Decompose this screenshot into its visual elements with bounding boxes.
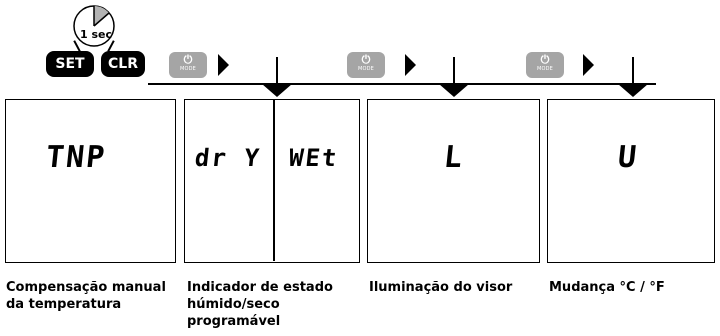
lcd-readout-wet: WEt [287, 144, 340, 172]
timer-label: 1 sec [79, 28, 112, 41]
caption-wet-dry: Indicador de estado húmido/seco programá… [187, 280, 333, 329]
power-icon: ⏻ [540, 53, 550, 66]
arrow-down-icon [618, 84, 648, 97]
arrow-right-icon [218, 54, 229, 76]
display-panel-backlight: L [367, 99, 540, 263]
power-icon: ⏻ [361, 53, 371, 66]
display-panel-units: U [547, 99, 715, 263]
set-button[interactable]: SET [46, 51, 94, 77]
mode-label: MODE [357, 66, 375, 72]
drop-line-2 [453, 57, 455, 84]
mode-button-1[interactable]: ⏻ MODE [169, 52, 207, 78]
arrow-right-icon [405, 54, 416, 76]
caption-backlight: Iluminação do visor [369, 280, 513, 295]
caption-temperature: Compensação manual da temperatura [6, 280, 166, 312]
drop-line-1 [276, 57, 278, 84]
display-panel-wet-dry: dr Y WEt [184, 99, 360, 263]
lcd-readout: L [442, 140, 466, 175]
lcd-readout: U [616, 140, 640, 175]
lcd-readout: TNP [44, 140, 109, 175]
timer-icon [73, 5, 115, 47]
mode-label: MODE [179, 66, 197, 72]
lcd-readout-dry: dr Y [193, 144, 263, 172]
panel-divider [273, 100, 275, 261]
arrow-down-icon [262, 84, 292, 97]
flow-baseline [148, 83, 656, 85]
display-panel-temperature: TNP [5, 99, 176, 263]
caption-units: Mudança °C / °F [549, 280, 665, 295]
clr-button[interactable]: CLR [101, 51, 145, 77]
power-icon: ⏻ [183, 53, 193, 66]
arrow-down-icon [439, 84, 469, 97]
mode-button-2[interactable]: ⏻ MODE [347, 52, 385, 78]
mode-label: MODE [536, 66, 554, 72]
drop-line-3 [632, 57, 634, 84]
mode-button-3[interactable]: ⏻ MODE [526, 52, 564, 78]
arrow-right-icon [583, 54, 594, 76]
